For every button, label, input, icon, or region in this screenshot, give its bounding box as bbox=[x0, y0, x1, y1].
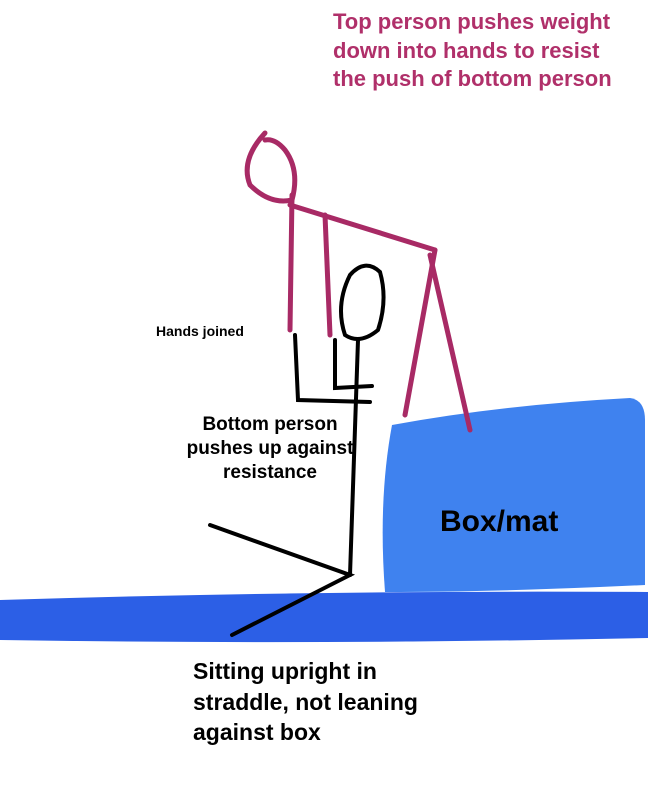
box-label: Box/mat bbox=[440, 505, 559, 538]
bottom-person bbox=[208, 263, 386, 637]
top-person bbox=[244, 130, 473, 433]
top-person-caption: Top person pushes weight down into hands… bbox=[333, 9, 612, 92]
bottom-person-caption: Bottom person pushes up against resistan… bbox=[186, 414, 354, 483]
hands-joined-label: Hands joined bbox=[156, 323, 244, 339]
box-mat bbox=[382, 398, 645, 592]
floor-mat bbox=[0, 591, 648, 643]
sitting-caption: Sitting upright in straddle, not leaning… bbox=[193, 658, 418, 746]
